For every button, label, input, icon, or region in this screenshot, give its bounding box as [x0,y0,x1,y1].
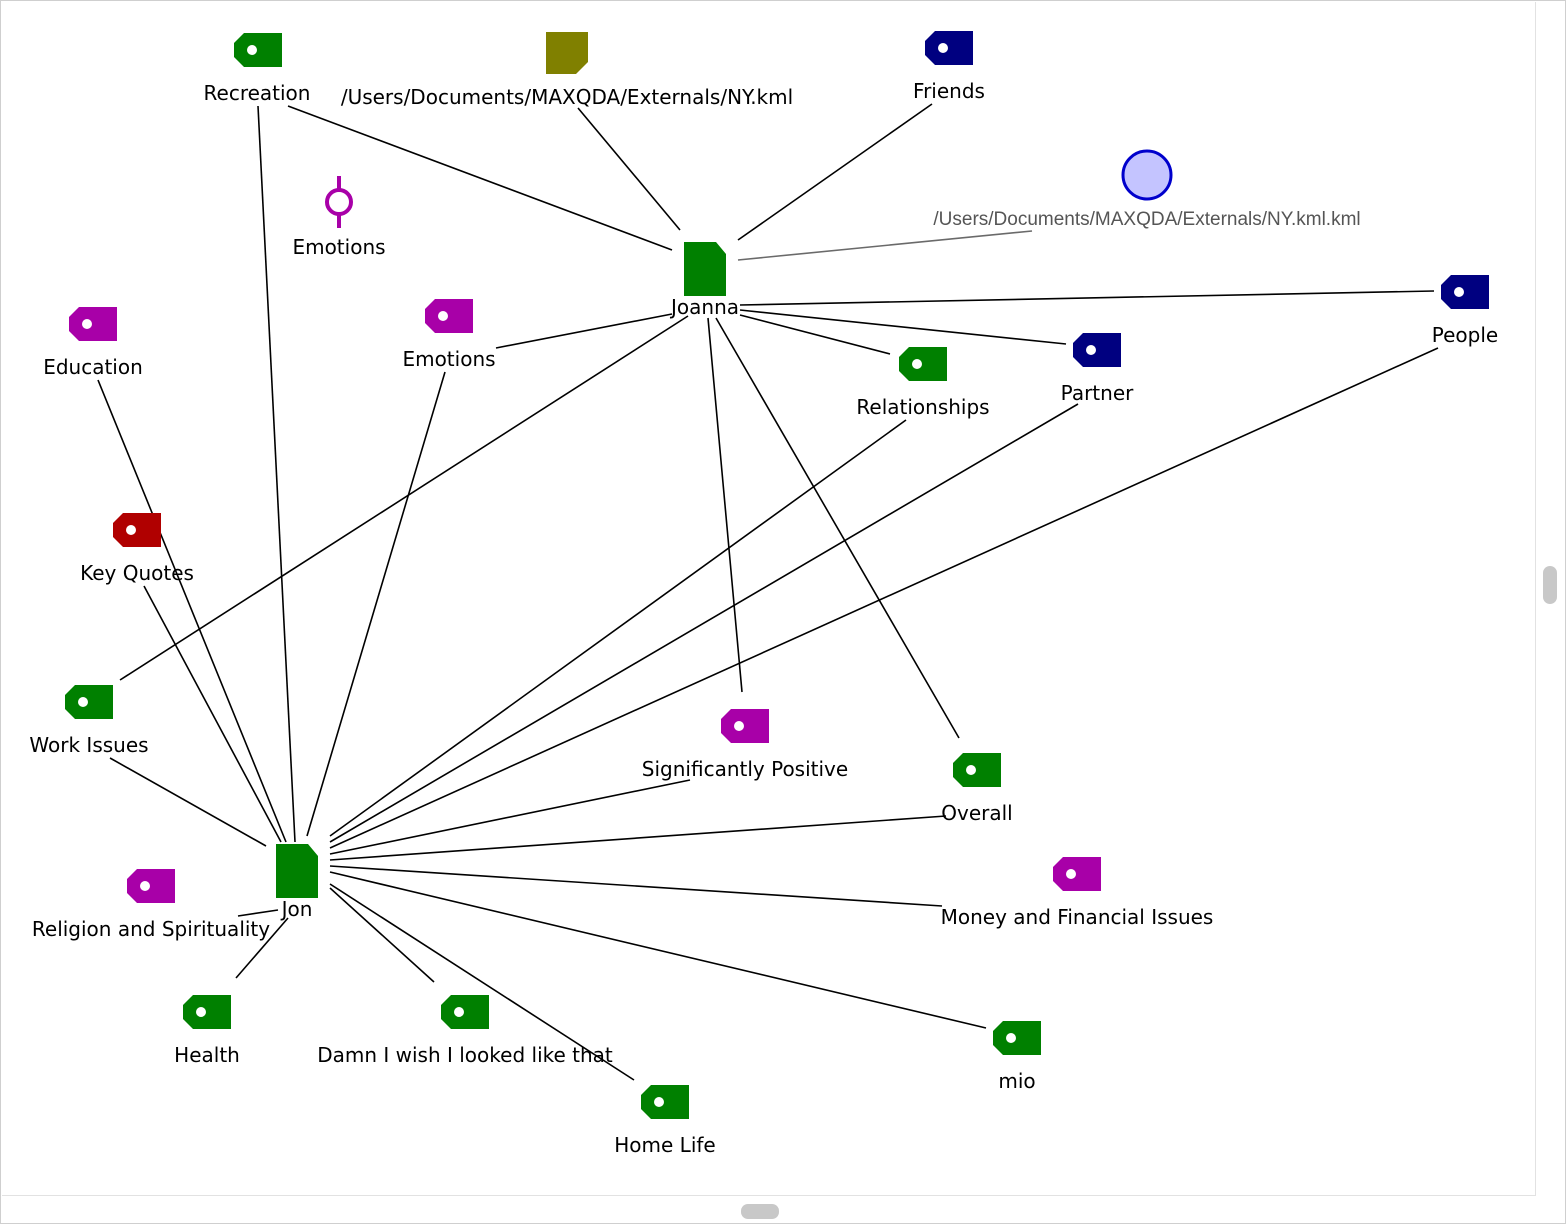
document-jon-label: Jon [280,897,313,921]
code-tag-icon [183,995,231,1029]
document-jon[interactable] [276,844,318,898]
link-people-joanna [739,290,1435,306]
link-overall-joanna [715,317,960,739]
code-relationships-label: Relationships [856,395,989,419]
document-icon [276,844,318,898]
vertical-scrollbar-thumb[interactable] [1543,566,1557,604]
link-emotions-joanna [495,313,673,349]
external-kml-document-label: /Users/Documents/MAXQDA/Externals/NY.kml [341,85,793,109]
external-kml-geolink[interactable] [1121,149,1173,201]
link-workissues-joanna [119,315,689,681]
memo-emotions[interactable] [325,176,353,228]
code-mio-label: mio [998,1069,1035,1093]
code-religion[interactable] [127,869,175,903]
code-recreation[interactable] [234,33,282,67]
map-canvas[interactable]: Recreation Friends Education Emotions Pe… [2,2,1536,1196]
geolink-circle-icon [1121,149,1173,201]
code-friends[interactable] [925,31,973,65]
external-kml-document[interactable] [546,32,588,74]
code-key-quotes[interactable] [113,513,161,547]
code-tag-icon [113,513,161,547]
code-friends-label: Friends [913,79,985,103]
code-significantly-positive[interactable] [721,709,769,743]
code-relationships[interactable] [899,347,947,381]
code-people-label: People [1432,323,1498,347]
code-home-life-label: Home Life [614,1133,715,1157]
code-damn-label: Damn I wish I looked like that [317,1043,613,1067]
link-mio-jon [329,871,987,1029]
code-emotions[interactable] [425,299,473,333]
code-people[interactable] [1441,275,1489,309]
link-homelife-jon [329,883,635,1081]
link-kmlgeo-joanna [737,230,1033,261]
memo-emotions-label: Emotions [292,235,385,259]
link-health-jon [235,917,289,979]
link-partner-joanna [739,309,1067,345]
link-emotions-jon [306,371,446,837]
code-key-quotes-label: Key Quotes [80,561,194,585]
code-overall[interactable] [953,753,1001,787]
code-significantly-positive-label: Significantly Positive [642,757,848,781]
link-partner-jon [329,403,1079,843]
link-recreation-jon [257,105,296,843]
code-damn[interactable] [441,995,489,1029]
code-money-label: Money and Financial Issues [941,905,1214,929]
link-kml-joanna [577,107,681,231]
code-tag-icon [65,685,113,719]
code-education-label: Education [43,355,143,379]
horizontal-scrollbar-thumb[interactable] [741,1204,779,1219]
memo-ring-icon [325,188,353,216]
link-sigpos-joanna [707,317,743,693]
code-tag-icon [993,1021,1041,1055]
code-emotions-label: Emotions [402,347,495,371]
code-tag-icon [425,299,473,333]
document-icon [684,242,726,296]
code-work-issues-label: Work Issues [29,733,148,757]
link-damn-jon [329,887,435,983]
external-kml-geolink-label: /Users/Documents/MAXQDA/Externals/NY.kml… [933,209,1360,230]
document-joanna-label: Joanna [669,295,739,319]
code-tag-icon [641,1085,689,1119]
code-education[interactable] [69,307,117,341]
link-sigpos-jon [329,779,691,855]
code-tag-icon [69,307,117,341]
code-tag-icon [925,31,973,65]
code-map-svg[interactable]: Recreation Friends Education Emotions Pe… [2,2,1535,1195]
code-tag-icon [899,347,947,381]
code-mio[interactable] [993,1021,1041,1055]
document-joanna[interactable] [684,242,726,296]
link-religion-jon [237,909,279,917]
code-recreation-label: Recreation [204,81,311,105]
external-document-icon [546,32,588,74]
link-keyquotes-jon [143,585,282,843]
connection-lines [97,103,1439,1081]
code-partner[interactable] [1073,333,1121,367]
code-overall-label: Overall [941,801,1012,825]
code-work-issues[interactable] [65,685,113,719]
code-tag-icon [127,869,175,903]
code-tag-icon [441,995,489,1029]
link-relationships-joanna [739,314,891,355]
link-people-jon [329,347,1439,849]
code-tag-icon [1441,275,1489,309]
code-health-label: Health [174,1043,240,1067]
link-workissues-jon [109,757,267,847]
code-tag-icon [234,33,282,67]
link-recreation-joanna [287,105,673,251]
code-partner-label: Partner [1061,381,1134,405]
code-home-life[interactable] [641,1085,689,1119]
code-tag-icon [721,709,769,743]
code-tag-icon [1073,333,1121,367]
code-religion-label: Religion and Spirituality [32,917,270,941]
link-friends-joanna [737,103,933,241]
code-tag-icon [953,753,1001,787]
link-education-jon [97,379,287,843]
link-overall-jon [329,815,947,861]
link-relationships-jon [329,419,907,837]
code-money[interactable] [1053,857,1101,891]
code-tag-icon [1053,857,1101,891]
link-money-jon [329,865,943,907]
code-health[interactable] [183,995,231,1029]
